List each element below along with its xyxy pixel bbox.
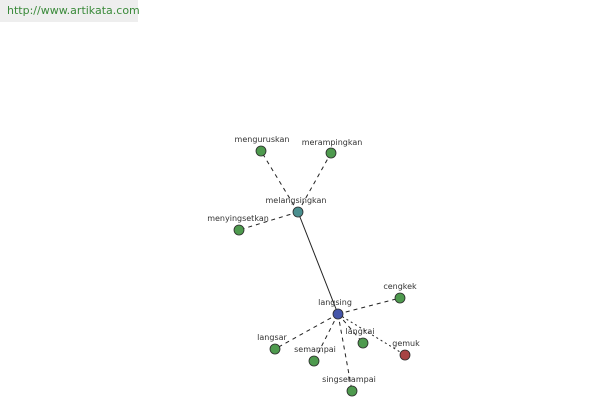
edge-langsing-melangsingkan	[297, 211, 339, 315]
edge-melangsingkan-merampingkan	[297, 152, 332, 213]
node-merampingkan[interactable]	[325, 147, 337, 159]
node-label-merampingkan[interactable]: merampingkan	[302, 138, 363, 147]
edge-langsing-langkai	[337, 313, 364, 344]
source-url-banner[interactable]: http://www.artikata.com	[0, 0, 140, 22]
edge-melangsingkan-menguruskan	[260, 150, 299, 213]
node-label-gemuk[interactable]: gemuk	[392, 339, 420, 348]
edges-layer	[238, 150, 406, 392]
node-label-semampai[interactable]: semampai	[294, 345, 336, 354]
nodes-layer	[233, 145, 411, 397]
edge-melangsingkan-menyingsetkan	[238, 211, 299, 231]
node-label-langsar[interactable]: langsar	[257, 333, 287, 342]
node-langsar[interactable]	[269, 343, 281, 355]
node-label-langsing[interactable]: langsing	[318, 298, 352, 307]
node-label-melangsingkan[interactable]: melangsingkan	[266, 196, 327, 205]
edge-langsing-cengkek	[337, 297, 401, 315]
labels-layer: langsing melangsingkan menguruskan merampin…	[207, 135, 420, 384]
node-semampai[interactable]	[308, 355, 320, 367]
node-label-langkai[interactable]: langkai	[346, 327, 375, 336]
node-menyingsetkan[interactable]	[233, 224, 245, 236]
node-label-menyingsetkan[interactable]: menyingsetkan	[207, 214, 269, 223]
node-menguruskan[interactable]	[255, 145, 267, 157]
edge-langsing-semampai	[313, 313, 339, 362]
node-label-menguruskan[interactable]: menguruskan	[235, 135, 290, 144]
node-label-cengkek[interactable]: cengkek	[383, 282, 417, 291]
node-melangsingkan[interactable]	[292, 206, 304, 218]
node-label-singsetampai[interactable]: singsetampai	[322, 375, 376, 384]
node-cengkek[interactable]	[394, 292, 406, 304]
edge-langsing-gemuk	[337, 313, 406, 356]
node-singsetampai[interactable]	[346, 385, 358, 397]
node-gemuk[interactable]	[399, 349, 411, 361]
edge-langsing-singsetampai	[337, 313, 353, 392]
node-langkai[interactable]	[357, 337, 369, 349]
node-langsing[interactable]	[332, 308, 344, 320]
